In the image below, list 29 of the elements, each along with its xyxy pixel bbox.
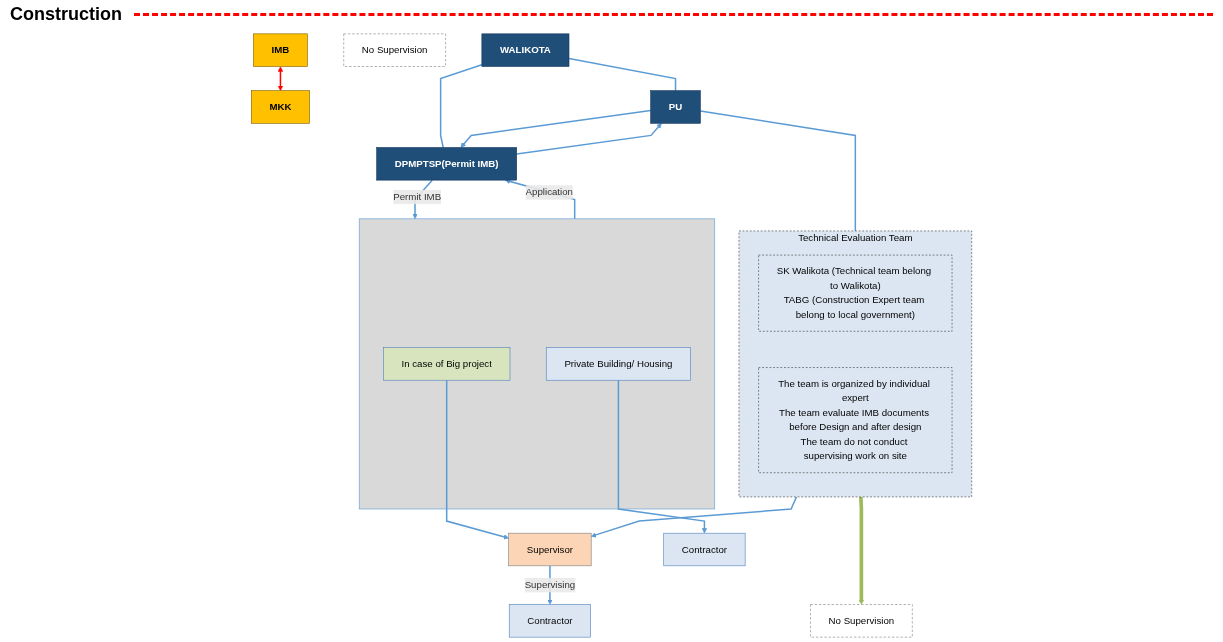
arrow <box>277 66 284 91</box>
arrow <box>460 109 652 148</box>
node-box: Contractor <box>508 604 591 638</box>
arrow <box>590 496 798 538</box>
node-box: No Supervision <box>343 33 446 67</box>
arrow <box>617 379 708 534</box>
edge-label: Application <box>525 186 573 198</box>
edge-label: Permit IMB <box>393 191 442 202</box>
arrow <box>858 496 865 605</box>
cluster <box>358 218 716 510</box>
node-box: The team is organized by individual expert The team evaluate IMB documents before Design and after design The team do not conduct supervising work on site <box>758 367 953 474</box>
node-box: IMB <box>253 33 308 67</box>
zone-label: Construction <box>10 4 122 25</box>
arrow <box>445 379 509 540</box>
arrow <box>515 123 662 155</box>
node-box: PU <box>650 90 701 124</box>
edge-label: Supervising <box>524 579 576 591</box>
node-box: Supervisor <box>508 532 592 567</box>
connector <box>568 57 677 92</box>
connector <box>439 64 483 149</box>
connector <box>699 110 857 232</box>
node-box: In case of Big project <box>383 347 511 381</box>
node-box: Contractor <box>663 532 746 567</box>
node-box: MKK <box>251 90 310 124</box>
node-box: DPMPTSP(Permit IMB) <box>376 147 517 181</box>
node-box: SK Walikota (Technical team belong to Walikota) TABG (Construction Expert team belong to local government) <box>758 254 953 332</box>
node-box: No Supervision <box>810 604 913 638</box>
node-box: Private Building/ Housing <box>545 347 691 381</box>
node-box: WALIKOTA <box>481 33 570 67</box>
